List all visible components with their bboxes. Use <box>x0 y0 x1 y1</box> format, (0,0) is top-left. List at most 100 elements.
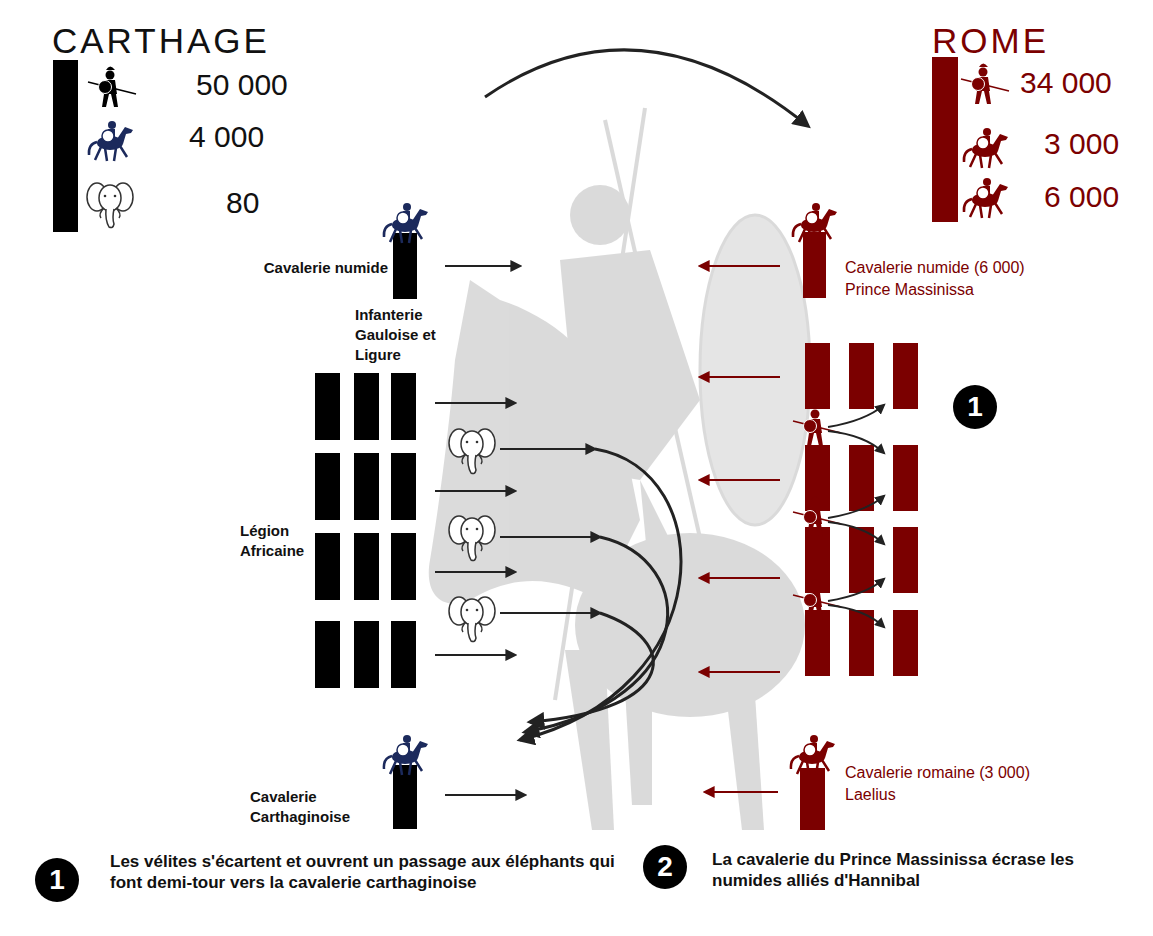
velite-move-arrow <box>828 522 884 544</box>
tusks <box>100 208 120 218</box>
tail <box>384 224 392 237</box>
horse-head <box>117 127 133 144</box>
torso <box>103 80 117 94</box>
horse-body <box>97 136 123 150</box>
maniple-block <box>893 610 918 676</box>
rider <box>809 743 817 755</box>
cavalry-icon <box>384 203 428 243</box>
cavalry-unit: Cavalerie numide <box>210 233 417 299</box>
legs <box>807 524 823 537</box>
advance-arrow <box>700 376 780 378</box>
spear <box>793 595 841 607</box>
force-bar <box>932 57 958 222</box>
infantry-icon <box>793 406 841 447</box>
elephant-icon <box>449 597 495 642</box>
torso <box>976 77 990 91</box>
unit-block <box>315 373 340 440</box>
retreat-arrow <box>525 537 668 732</box>
ear <box>475 429 495 457</box>
unit-label: Cavalerie numide (6 000) Prince Massinis… <box>845 257 1045 301</box>
horse-head <box>992 184 1008 201</box>
rider <box>982 136 990 148</box>
infantry-line: Légion Africaine <box>240 453 416 688</box>
unit-block <box>354 453 379 520</box>
tusks <box>462 541 482 551</box>
rider-head <box>983 128 991 136</box>
callout-number: 2 <box>643 845 687 889</box>
rider <box>982 186 990 198</box>
unit-block <box>315 621 340 688</box>
horse-head <box>412 741 428 758</box>
force-bar <box>53 60 78 232</box>
infantry-icon <box>961 64 1009 105</box>
retreat-arrow <box>520 449 681 740</box>
rider <box>107 129 115 141</box>
cavalry-unit: Cavalerie numide (6 000) Prince Massinis… <box>803 232 1048 298</box>
head <box>811 584 820 593</box>
troop-count: 3 000 <box>1044 127 1119 160</box>
shield <box>397 212 409 224</box>
eye <box>476 609 479 612</box>
unit-block <box>391 453 416 520</box>
troop-count: 6 000 <box>1044 180 1119 213</box>
army-name: CARTHAGE <box>52 22 270 61</box>
advance-arrow <box>700 671 780 673</box>
rider-head <box>570 185 630 245</box>
rider <box>811 211 819 223</box>
tail <box>964 149 972 162</box>
advance-arrow <box>500 612 600 614</box>
eye <box>114 195 117 198</box>
army-name: ROME <box>932 22 1049 61</box>
head <box>979 68 988 77</box>
trunk <box>468 455 476 474</box>
velite-move-arrow <box>828 496 884 518</box>
horse-head <box>412 209 428 226</box>
troop-count: 50 000 <box>196 68 288 101</box>
rider-head <box>812 203 820 211</box>
head <box>461 518 483 544</box>
maniple-block <box>849 610 874 676</box>
eye <box>476 528 479 531</box>
tail <box>791 756 799 769</box>
elephant-icon <box>449 429 495 474</box>
shield <box>804 420 817 433</box>
horse-leg <box>625 690 652 805</box>
spear <box>88 82 136 94</box>
rider-head <box>403 203 411 211</box>
horse-head <box>821 209 837 226</box>
unit-label: Cavalerie romaine (3 000) Laelius <box>845 762 1045 806</box>
advance-arrow <box>435 402 515 404</box>
horse-body <box>972 143 998 157</box>
horse-legs <box>390 760 422 775</box>
unit-block <box>315 533 340 600</box>
advance-arrow <box>445 265 520 267</box>
sweep-arrow <box>485 50 808 126</box>
unit-block <box>354 373 379 440</box>
advance-arrow <box>435 654 515 656</box>
advance-arrow <box>705 791 778 793</box>
cavalry-icon <box>964 178 1008 218</box>
advance-arrow <box>500 448 595 450</box>
head <box>811 410 820 419</box>
shield <box>804 511 817 524</box>
maniple-block <box>893 343 918 409</box>
eye <box>466 609 469 612</box>
horse-head <box>819 741 835 758</box>
shield <box>102 130 114 142</box>
unit-block <box>800 768 825 830</box>
head <box>811 501 820 510</box>
shield <box>977 187 989 199</box>
unit-label: Légion Africaine <box>240 521 314 561</box>
spear <box>961 79 1009 91</box>
advance-arrow <box>435 571 515 573</box>
unit-block <box>393 765 417 829</box>
ear <box>475 516 495 544</box>
infantry-icon <box>793 580 841 621</box>
helmet-crest <box>811 406 820 410</box>
cavalry-icon <box>89 121 133 161</box>
horse-legs <box>797 760 829 775</box>
legs <box>975 91 991 104</box>
